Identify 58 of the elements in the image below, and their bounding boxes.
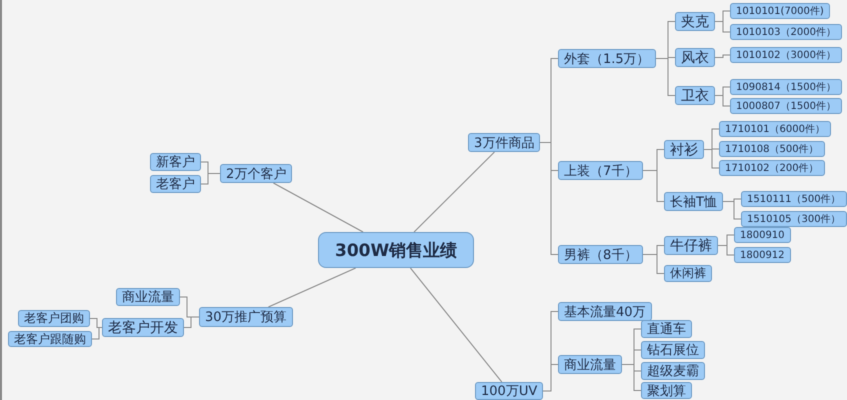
topic-box: 1010101(7000件): [730, 3, 830, 19]
topic-box: 商业流量: [558, 355, 622, 374]
topic-box: 直通车: [641, 320, 692, 338]
topic-box: 1000807（1500件）: [730, 98, 842, 114]
connector-line: [714, 54, 730, 58]
topic-box: 商业流量: [116, 288, 180, 306]
connector-line: [722, 201, 742, 220]
topic-box: 1510111（500件）: [741, 191, 847, 207]
connector-line: [642, 254, 664, 274]
connector-line: [200, 173, 220, 184]
topic-box: 卫衣: [675, 86, 715, 105]
topic-box: 聚划算: [641, 382, 692, 399]
connector-line: [622, 364, 642, 391]
topic-box: 老客户团购: [18, 310, 90, 327]
connector-line: [542, 364, 558, 392]
topic-box: 1800912: [734, 247, 791, 263]
topic-box: 1800910: [734, 227, 791, 243]
topic-box: 老客户开发: [102, 318, 184, 337]
connector-line: [718, 245, 734, 256]
connector-line: [714, 21, 730, 32]
topic-box: 老客户: [150, 175, 201, 193]
topic-box: 1710108（500件）: [719, 141, 825, 157]
topic-box: 1090814（1500件）: [730, 79, 842, 95]
topic-box: 休闲裤: [664, 265, 712, 282]
topic-box: 夹克: [675, 12, 715, 31]
topic-box: 超级麦霸: [641, 362, 705, 380]
central-topic-box: 300W销售业绩: [318, 232, 474, 268]
connector-line: [714, 95, 730, 106]
topic-box: 新客户: [150, 153, 201, 171]
topic-box: 1510105（300件）: [741, 211, 847, 227]
connector-line: [704, 149, 720, 168]
topic-box: 男裤（8千）: [558, 245, 644, 264]
connector-line: [656, 58, 676, 96]
topic-box: 基本流量40万: [558, 302, 652, 321]
topic-box: 衬衫: [664, 140, 704, 159]
topic-box: 30万推广预算: [199, 307, 293, 327]
connector-line: [642, 170, 664, 202]
connector-line: [410, 268, 502, 382]
connector-line: [268, 268, 356, 308]
connector-line: [184, 316, 200, 328]
topic-box: 2万个客户: [220, 164, 292, 183]
connector-line: [414, 152, 495, 232]
topic-box: 1710102（200件）: [719, 160, 825, 176]
topic-box: 100万UV: [475, 382, 544, 400]
topic-box: 3万件商品: [468, 133, 540, 152]
topic-box: 1010103（2000件）: [730, 24, 842, 40]
topic-box: 牛仔裤: [664, 236, 718, 255]
topic-box: 风衣: [675, 48, 715, 67]
topic-box: 长袖T恤: [664, 192, 723, 211]
topic-box: 1710101（6000件）: [719, 121, 831, 137]
topic-box: 钻石展位: [641, 341, 705, 359]
topic-box: 老客户跟随购: [8, 331, 92, 347]
topic-box: 上装（7千）: [558, 161, 644, 180]
connector-line: [272, 182, 364, 232]
connector-line: [92, 327, 102, 340]
topic-box: 外套（1.5万）: [558, 49, 656, 68]
topic-box: 1010102（3000件）: [730, 47, 842, 63]
connector-line: [540, 142, 558, 255]
